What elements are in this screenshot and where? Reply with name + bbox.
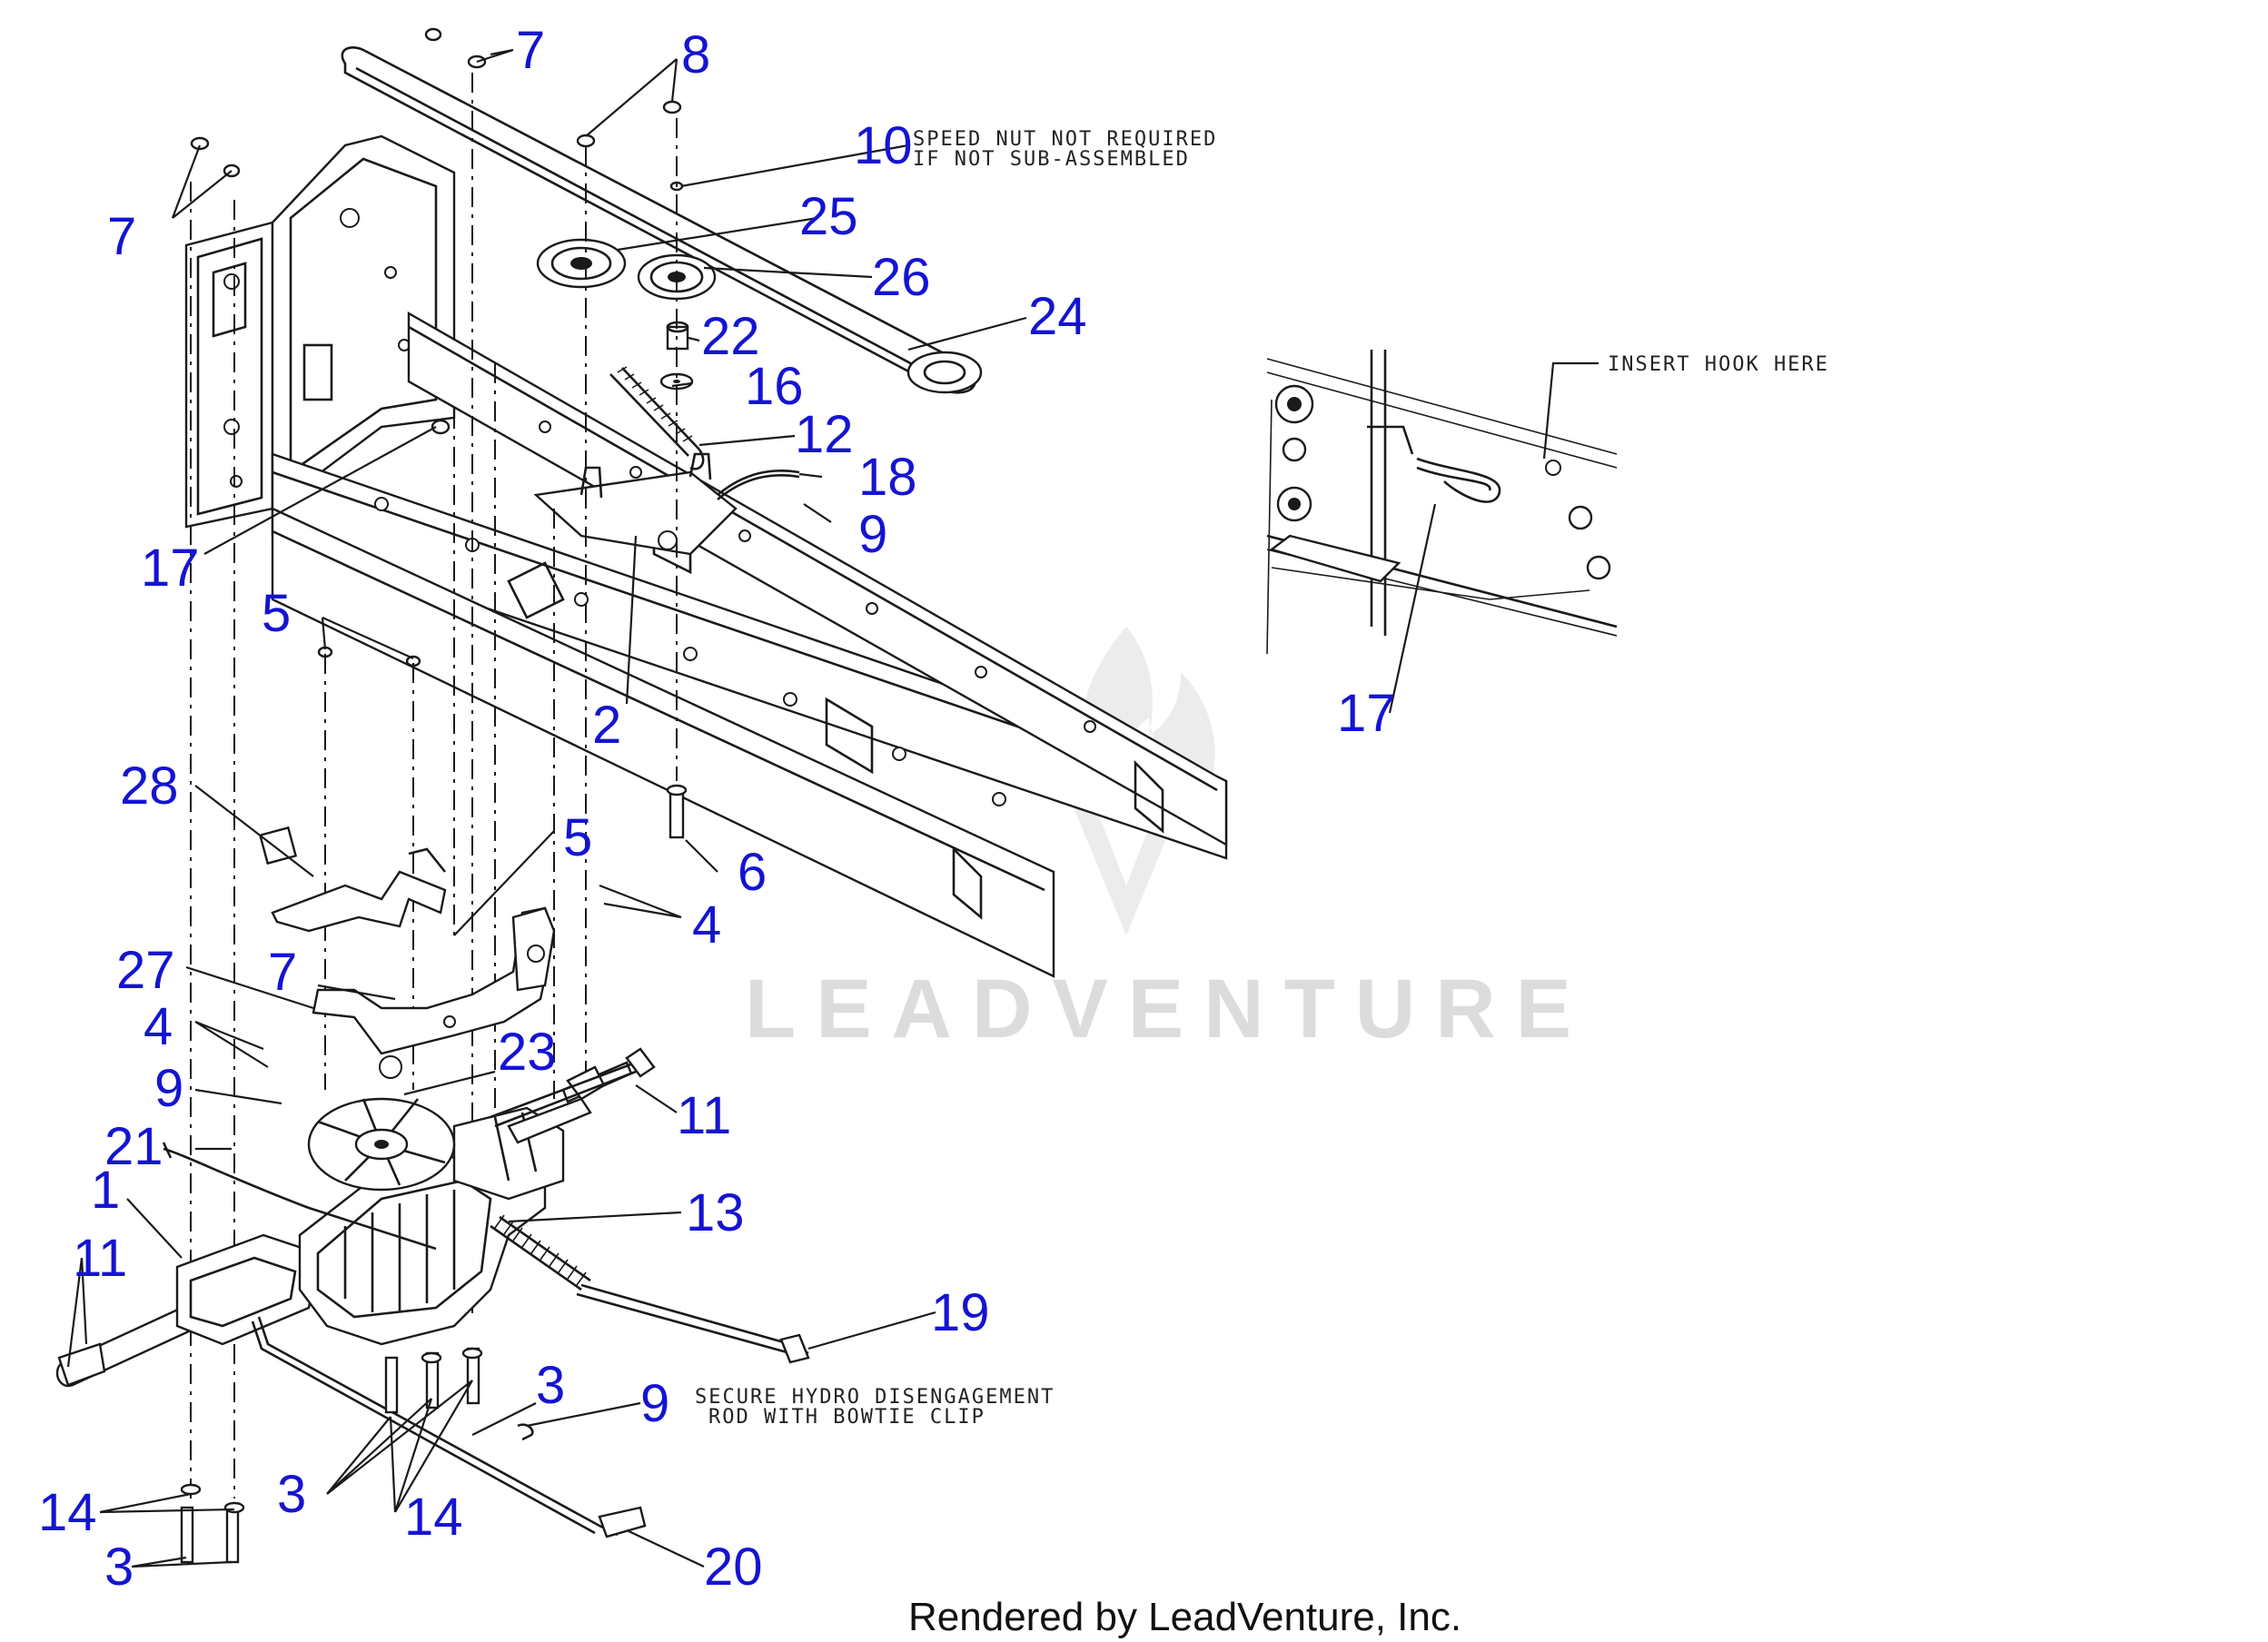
callout-7-bracket: 7 <box>268 943 297 1002</box>
callout-3-mid: 3 <box>536 1356 565 1415</box>
callout-14-left: 14 <box>38 1483 97 1542</box>
note-hydro-line1: SECURE HYDRO DISENGAGEMENT <box>695 1386 1055 1409</box>
callout-26: 26 <box>872 248 931 307</box>
note-insert-hook: INSERT HOOK HERE <box>1608 353 1829 376</box>
callout-9-frame: 9 <box>858 505 887 564</box>
callout-27: 27 <box>116 941 175 1000</box>
callout-5-mid: 5 <box>563 808 592 867</box>
callout-9-bottom: 9 <box>640 1374 669 1433</box>
callout-22: 22 <box>701 307 760 366</box>
callout-18: 18 <box>858 448 917 507</box>
callouts: 7 7 8 10 25 26 24 22 16 12 18 9 17 5 2 1… <box>38 21 1396 1597</box>
callout-5-top: 5 <box>262 584 291 643</box>
callout-19: 19 <box>931 1283 990 1342</box>
pulley-25 <box>536 238 627 289</box>
inset-detail <box>1266 350 1618 655</box>
spring-12 <box>609 366 705 470</box>
rod-20 <box>251 1316 647 1538</box>
callout-3-bottom: 3 <box>277 1465 306 1524</box>
callout-23: 23 <box>498 1023 557 1082</box>
leader-lines <box>66 48 1599 1568</box>
callout-1: 1 <box>91 1161 120 1220</box>
callout-17-frame: 17 <box>141 539 200 598</box>
note-speed-nut-line2: IF NOT SUB-ASSEMBLED <box>913 148 1190 171</box>
rod-23 <box>490 1047 656 1128</box>
callout-10: 10 <box>854 116 913 175</box>
callout-4-left: 4 <box>144 997 173 1056</box>
transaxle-1 <box>55 1061 633 1388</box>
callout-16: 16 <box>745 357 804 416</box>
callout-21: 21 <box>104 1117 163 1176</box>
watermark-text: LEADVENTURE <box>745 963 1591 1055</box>
callout-6: 6 <box>738 843 767 902</box>
callout-25: 25 <box>799 187 858 246</box>
callout-11-left: 11 <box>73 1229 127 1288</box>
spring-13 <box>490 1214 591 1291</box>
frame-assembly <box>184 134 1228 978</box>
callout-11-right: 11 <box>677 1086 731 1145</box>
callout-7-top: 7 <box>516 21 545 80</box>
note-hydro-line2: ROD WITH BOWTIE CLIP <box>708 1406 985 1429</box>
callout-24: 24 <box>1028 287 1087 346</box>
bolt-6 <box>666 784 688 839</box>
pulley-24-end <box>906 351 983 394</box>
callout-8: 8 <box>681 25 710 84</box>
bolts-bottom <box>180 1347 534 1564</box>
callout-12: 12 <box>795 405 854 464</box>
callout-3-left: 3 <box>104 1538 134 1597</box>
callout-20: 20 <box>704 1538 763 1597</box>
callout-28: 28 <box>120 757 179 816</box>
bracket-28 <box>258 826 447 933</box>
callout-9-left: 9 <box>154 1059 183 1118</box>
callout-14-bottom: 14 <box>404 1488 463 1547</box>
notes: SPEED NUT NOT REQUIRED IF NOT SUB-ASSEMB… <box>695 128 1829 1429</box>
callout-17-inset: 17 <box>1337 684 1396 743</box>
belt-assembly <box>341 45 983 500</box>
callout-13: 13 <box>686 1183 745 1242</box>
rod-21 <box>162 1142 437 1251</box>
note-speed-nut-line1: SPEED NUT NOT REQUIRED <box>913 128 1217 151</box>
callout-2: 2 <box>592 696 621 755</box>
bracket-27 <box>312 906 556 1079</box>
callout-7-left: 7 <box>107 207 136 266</box>
rod-18 <box>717 469 800 500</box>
callout-4-mid: 4 <box>692 895 721 955</box>
footer-credit: Rendered by LeadVenture, Inc. <box>908 1595 1461 1639</box>
rod-19 <box>576 1283 810 1364</box>
